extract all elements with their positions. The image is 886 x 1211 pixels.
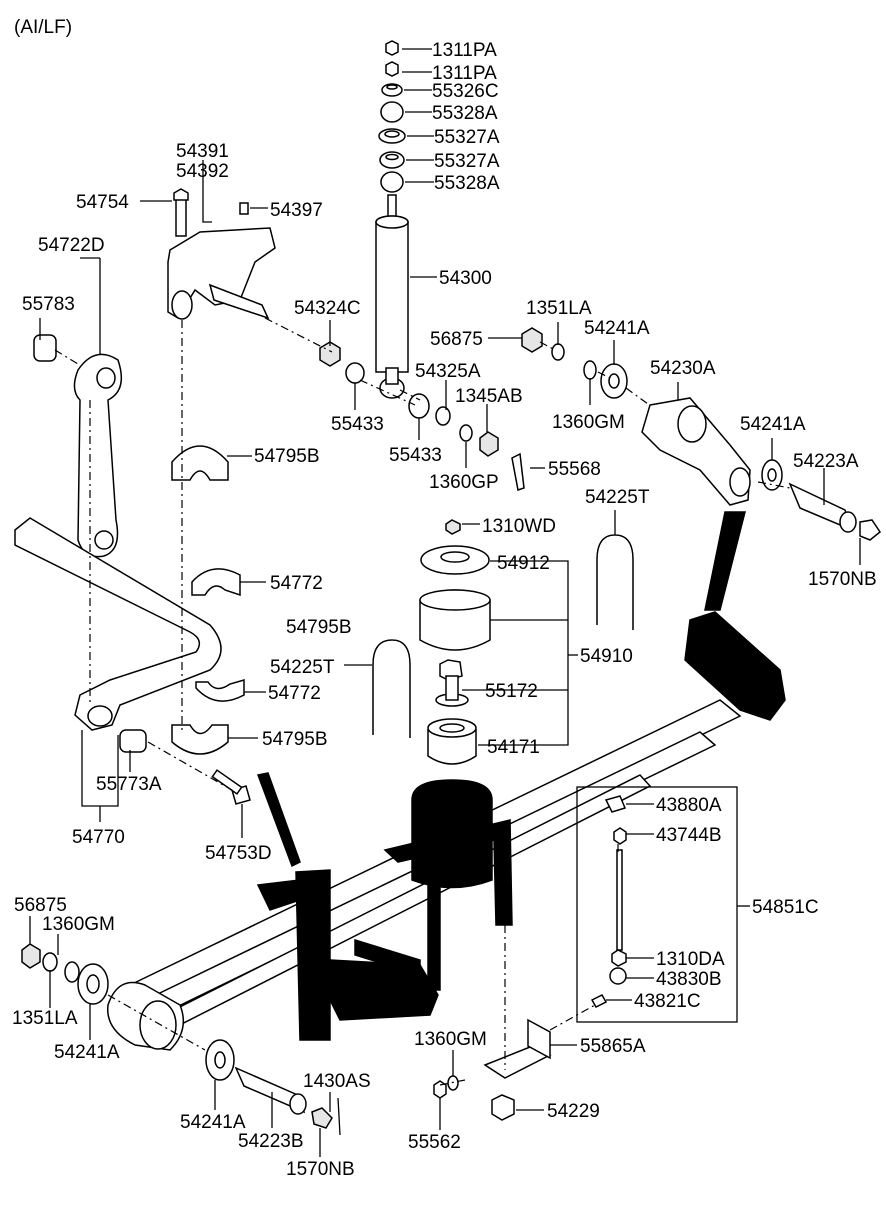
callout-1360GM-1[interactable]: 1360GM [552,412,625,433]
callout-54241A-2[interactable]: 54241A [740,414,806,435]
callout-54324C[interactable]: 54324C [294,298,361,319]
callout-54795B-2[interactable]: 54795B [286,617,352,638]
part-callouts: 1311PA 1311PA 55326C 55328A 55327A 55327… [12,40,877,1180]
callout-43830B[interactable]: 43830B [656,969,722,990]
callout-1360GM-2[interactable]: 1360GM [42,914,115,935]
callout-54795B-3[interactable]: 54795B [262,729,328,750]
highlighted-assembly [256,511,786,1041]
callout-54912[interactable]: 54912 [497,553,550,574]
callout-54397[interactable]: 54397 [270,200,323,221]
callout-43821C[interactable]: 43821C [634,991,701,1012]
callout-55172[interactable]: 55172 [485,681,538,702]
callout-1360GP[interactable]: 1360GP [429,472,499,493]
callout-55328A-1[interactable]: 55328A [432,103,498,124]
variant-label: (AI/LF) [14,17,72,38]
callout-54910[interactable]: 54910 [580,646,633,667]
callout-1570NB-2[interactable]: 1570NB [286,1159,355,1180]
callout-1310DA[interactable]: 1310DA [656,949,725,970]
callout-55568[interactable]: 55568 [548,459,601,480]
callout-55327A-1[interactable]: 55327A [434,127,500,148]
callout-55773A[interactable]: 55773A [96,774,162,795]
callout-55865A[interactable]: 55865A [580,1036,646,1057]
callout-1360GM-3[interactable]: 1360GM [414,1029,487,1050]
callout-54722D[interactable]: 54722D [38,235,105,256]
rear-bracket-hardware [433,1018,552,1121]
callout-54753D[interactable]: 54753D [205,843,272,864]
stabilizer-link [33,334,123,558]
callout-54325A[interactable]: 54325A [415,361,481,382]
callout-54392[interactable]: 54392 [176,161,229,182]
stabilizer-bar [14,517,222,753]
callout-55328A-2[interactable]: 55328A [434,173,500,194]
leader-lines [29,48,861,1157]
callout-54241A-4[interactable]: 54241A [180,1112,246,1133]
callout-54772-1[interactable]: 54772 [270,573,323,594]
callout-43880A[interactable]: 43880A [656,795,722,816]
callout-1570NB-1[interactable]: 1570NB [808,569,877,590]
callout-54754[interactable]: 54754 [76,192,129,213]
callout-54795B-1[interactable]: 54795B [254,446,320,467]
callout-1351LA-2[interactable]: 1351LA [12,1008,78,1029]
sensor-rod-group [576,786,738,1023]
shock-absorber [375,194,409,399]
bump-stopper [419,519,491,765]
shock-top-stack [378,40,406,193]
callout-55783[interactable]: 55783 [22,294,75,315]
callout-55326C[interactable]: 55326C [432,81,499,102]
callout-54300[interactable]: 54300 [439,268,492,289]
mount-hardware [319,327,628,491]
callout-1351LA-1[interactable]: 1351LA [526,298,592,319]
callout-54229[interactable]: 54229 [547,1101,600,1122]
callout-43744B[interactable]: 43744B [656,825,722,846]
front-eye-hardware [21,943,341,1136]
callout-54241A-1[interactable]: 54241A [584,318,650,339]
callout-54225T-2[interactable]: 54225T [270,657,335,678]
callout-54241A-3[interactable]: 54241A [54,1042,120,1063]
callout-55562[interactable]: 55562 [408,1132,461,1153]
callout-54391[interactable]: 54391 [176,141,229,162]
callout-55433-1[interactable]: 55433 [331,414,384,435]
callout-54223A[interactable]: 54223A [793,451,859,472]
spring-hanger-bracket [167,188,276,320]
callout-54770[interactable]: 54770 [72,827,125,848]
bar-bushings-and-clamps [171,445,251,805]
spring-shackle [641,397,882,541]
callout-55433-2[interactable]: 55433 [389,445,442,466]
callout-1311PA-1[interactable]: 1311PA [432,40,497,61]
callout-55327A-2[interactable]: 55327A [434,151,500,172]
callout-54225T-1[interactable]: 54225T [585,487,650,508]
callout-1310WD[interactable]: 1310WD [482,516,556,537]
callout-54851C[interactable]: 54851C [752,897,819,918]
part-drawings [14,40,882,1136]
alignment-lines [54,317,791,1086]
callout-1345AB[interactable]: 1345AB [455,386,523,407]
callout-1311PA-2[interactable]: 1311PA [432,63,497,84]
callout-56875-2[interactable]: 56875 [14,895,67,916]
callout-54223B[interactable]: 54223B [238,1131,304,1152]
callout-1430AS[interactable]: 1430AS [303,1071,371,1092]
callout-54772-2[interactable]: 54772 [268,683,321,704]
callout-54171[interactable]: 54171 [487,737,540,758]
callout-56875-1[interactable]: 56875 [430,329,483,350]
callout-54230A[interactable]: 54230A [650,358,716,379]
